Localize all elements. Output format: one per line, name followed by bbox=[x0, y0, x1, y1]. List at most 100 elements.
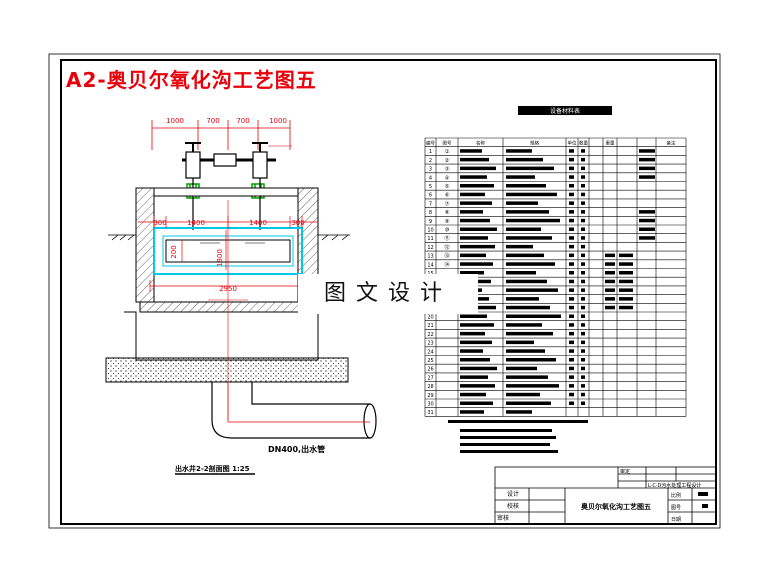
dim-top-4: 1000 bbox=[269, 117, 287, 125]
table-header-cell: 名称 bbox=[476, 140, 485, 147]
table-cell-code: ⑪ bbox=[444, 234, 450, 242]
pipe-label: DN400,出水管 bbox=[268, 444, 325, 454]
dim-mid-1: 300 bbox=[153, 219, 166, 227]
table-cell-no: 8 bbox=[429, 210, 432, 216]
table-cell-no: 7 bbox=[429, 201, 432, 207]
table-cell-no: 28 bbox=[427, 384, 433, 390]
table-row: 14 ⑭ bbox=[427, 260, 450, 268]
dim-top-3: 700 bbox=[236, 117, 249, 125]
table-cell-code: ⑬ bbox=[444, 252, 450, 260]
tb-approver: 审定 bbox=[620, 468, 630, 475]
section-label: 出水井2-2剖面图 1:25 bbox=[175, 464, 250, 473]
table-row: 22 bbox=[427, 332, 433, 338]
dim-mid-2: 1400 bbox=[187, 219, 205, 227]
sheet-inner-frame bbox=[60, 59, 717, 525]
table-cell-code: ⑦ bbox=[445, 200, 450, 207]
table-header-cell: 编号 bbox=[426, 140, 435, 147]
base-slab bbox=[105, 311, 349, 383]
table-cell-no: 20 bbox=[427, 315, 433, 321]
table-cell-no: 22 bbox=[427, 332, 433, 338]
dim-vert-b: 1800 bbox=[216, 249, 224, 267]
table-cell-no: 5 bbox=[429, 184, 432, 190]
table-cell-no: 31 bbox=[427, 410, 433, 416]
table-cell-no: 10 bbox=[427, 228, 433, 234]
table-cell-no: 13 bbox=[427, 254, 433, 260]
dim-mid-4: 300 bbox=[291, 219, 304, 227]
notes-block bbox=[448, 420, 588, 453]
outlet-pipe bbox=[211, 382, 377, 439]
dim-vert-a: 200 bbox=[170, 245, 178, 258]
table-row: 28 bbox=[427, 384, 433, 390]
table-cell-code: ④ bbox=[445, 175, 450, 181]
table-header-cell: 单位 bbox=[568, 140, 577, 147]
table-cell-no: 3 bbox=[429, 167, 432, 173]
table-row: 25 bbox=[427, 358, 433, 364]
ground-lines bbox=[108, 234, 350, 241]
table-cell-code: ① bbox=[445, 149, 450, 155]
dim-top-2: 700 bbox=[206, 117, 219, 125]
tb-scale-value-bar bbox=[698, 492, 708, 496]
table-cell-no: 23 bbox=[427, 341, 433, 347]
title-block bbox=[494, 466, 717, 525]
table-row: 11 ⑪ bbox=[427, 234, 450, 242]
tb-drawing-name: 奥贝尔氧化沟工艺图五 bbox=[581, 502, 651, 511]
table-cell-code: ⑫ bbox=[444, 243, 450, 251]
table-cell-no: 12 bbox=[427, 245, 433, 251]
table-cell-code: ② bbox=[445, 157, 450, 164]
tb-checker: 校核 bbox=[507, 502, 519, 510]
table-row: 31 bbox=[427, 410, 433, 416]
tb-sheet-value-bar bbox=[702, 504, 708, 508]
table-caption-bar bbox=[518, 106, 612, 115]
dim-mid-3: 1400 bbox=[249, 219, 267, 227]
table-cell-code: ⑤ bbox=[445, 184, 450, 190]
table-row: 10 ⑩ bbox=[427, 227, 449, 234]
table-row: 30 bbox=[427, 402, 433, 408]
table-cell-code: ⑭ bbox=[444, 260, 450, 268]
tb-sheet-label: 图号 bbox=[671, 505, 681, 511]
table-header-cell: 规格 bbox=[530, 140, 539, 147]
tb-scale-label: 比例 bbox=[671, 492, 681, 499]
tb-designer: 设计 bbox=[507, 490, 519, 498]
table-cell-no: 26 bbox=[427, 367, 433, 373]
tb-date-label: 日期 bbox=[671, 517, 681, 523]
dim-top-1: 1000 bbox=[166, 117, 184, 125]
table-header-cell: 重量 bbox=[606, 140, 615, 147]
table-caption: 设备材料表 bbox=[550, 107, 580, 115]
table-cell-code: ③ bbox=[445, 167, 450, 173]
table-row: 13 ⑬ bbox=[427, 252, 450, 260]
table-cell-code: ⑩ bbox=[445, 227, 450, 234]
table-cell-no: 6 bbox=[429, 193, 432, 199]
table-header-cell: 备注 bbox=[667, 140, 676, 147]
table-row: 27 bbox=[427, 375, 433, 381]
valve-assembly bbox=[182, 142, 292, 230]
table-cell-no: 1 bbox=[429, 149, 432, 155]
table-cell-code: ⑨ bbox=[445, 218, 450, 225]
table-cell-no: 24 bbox=[427, 349, 433, 355]
table-cell-no: 21 bbox=[427, 323, 433, 329]
table-row: 24 bbox=[427, 349, 433, 355]
section-view: 1000 700 700 1000 bbox=[105, 117, 377, 475]
table-cell-code: ⑥ bbox=[445, 193, 450, 199]
tb-reviewer: 审核 bbox=[497, 514, 509, 522]
top-dimension-line bbox=[151, 120, 291, 150]
table-cell-no: 14 bbox=[427, 262, 433, 268]
table-row: 26 bbox=[427, 367, 433, 373]
table-cell-no: 11 bbox=[427, 236, 433, 242]
watermark-text: 图文设计 bbox=[298, 274, 478, 314]
table-cell-code: ⑧ bbox=[445, 210, 450, 216]
sheet-outer-frame bbox=[48, 53, 721, 529]
table-row: 23 bbox=[427, 341, 433, 347]
table-cell-no: 4 bbox=[429, 175, 432, 181]
table-cell-no: 25 bbox=[427, 358, 433, 364]
table-cell-no: 29 bbox=[427, 393, 433, 399]
